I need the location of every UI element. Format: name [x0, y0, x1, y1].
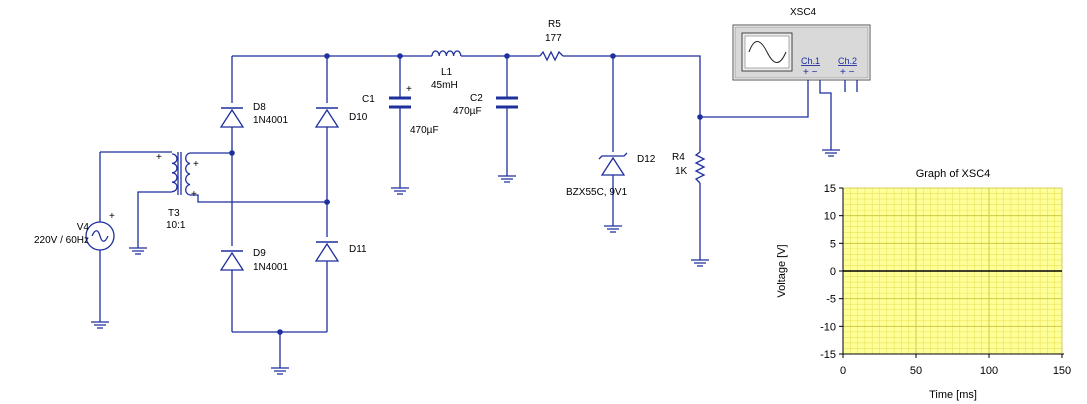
- ground-icon: [391, 187, 409, 195]
- y-tick-label: 0: [830, 266, 836, 278]
- x-axis-label: Time [ms]: [929, 389, 977, 401]
- x-tick-label: 50: [910, 365, 922, 377]
- d10-ref-label: D10: [349, 112, 368, 123]
- d8-ref-label: D8: [253, 102, 266, 113]
- junction-dot: [324, 53, 330, 59]
- svg-text:+: +: [193, 159, 199, 170]
- diode-d10[interactable]: [314, 107, 340, 128]
- scope-ch2-label: Ch.2: [838, 56, 857, 66]
- junction-dot: [324, 199, 330, 205]
- y-tick-label: 10: [824, 211, 836, 223]
- svg-text:+: +: [191, 189, 197, 200]
- zener-d12[interactable]: [598, 152, 628, 176]
- scope-terminals: [807, 80, 858, 92]
- junction-dot: [610, 53, 616, 59]
- scope-ref-label: XSC4: [790, 7, 817, 18]
- sine-wave-icon: [748, 41, 787, 63]
- y-tick-label: 15: [824, 183, 836, 195]
- t3-value-label: 10:1: [166, 220, 186, 231]
- diode-d8[interactable]: [219, 107, 245, 128]
- diode-d11[interactable]: [314, 241, 340, 262]
- svg-text:+: +: [109, 211, 115, 222]
- scope-ch1-label: Ch.1: [801, 56, 820, 66]
- r4-value-label: 1K: [675, 166, 688, 177]
- resistor-r4[interactable]: [694, 151, 706, 184]
- y-tick-label: 5: [830, 238, 836, 250]
- r5-ref-label: R5: [548, 19, 561, 30]
- capacitor-c1[interactable]: +: [389, 84, 412, 109]
- inductor-l1[interactable]: [431, 50, 462, 57]
- transformer-t3[interactable]: + + +: [156, 151, 199, 200]
- l1-value-label: 45mH: [431, 80, 458, 91]
- ground-icon: [129, 242, 147, 255]
- junction-dot: [277, 329, 283, 335]
- ground-icon: [691, 259, 709, 267]
- d9-value-label: 1N4001: [253, 262, 288, 273]
- ground-icon: [604, 225, 622, 233]
- junction-dot: [397, 53, 403, 59]
- d12-ref-label: D12: [637, 154, 656, 165]
- d8-value-label: 1N4001: [253, 115, 288, 126]
- c1-value-label: 470µF: [410, 125, 439, 136]
- v4-value-label: 220V / 60Hz: [34, 235, 89, 246]
- x-axis-ticks: 0 50 100 150: [840, 354, 1071, 377]
- ground-icon: [271, 367, 289, 375]
- l1-ref-label: L1: [441, 67, 453, 78]
- ground-icon: [822, 149, 840, 157]
- x-tick-label: 100: [980, 365, 998, 377]
- junction-dot: [229, 150, 235, 156]
- y-tick-label: -15: [820, 349, 836, 361]
- wires: [99, 55, 832, 368]
- x-tick-label: 150: [1053, 365, 1071, 377]
- scope-ch2-pm: + −: [840, 67, 855, 78]
- c1-ref-label: C1: [362, 94, 375, 105]
- chart-title: Graph of XSC4: [916, 168, 991, 180]
- resistor-r5[interactable]: [539, 50, 564, 62]
- d12-value-label: BZX55C, 9V1: [566, 187, 628, 198]
- ground-symbols: [91, 149, 840, 375]
- svg-text:+: +: [156, 152, 162, 163]
- junctions: [229, 53, 703, 335]
- y-tick-label: -10: [820, 321, 836, 333]
- v4-ref-label: V4: [77, 222, 90, 233]
- scope-ch1-pm: + −: [803, 67, 818, 78]
- junction-dot: [697, 114, 703, 120]
- ground-icon: [91, 316, 109, 329]
- y-axis-ticks: 15 10 5 0 -5 -10 -15: [820, 183, 843, 361]
- c2-value-label: 470µF: [453, 106, 482, 117]
- x-tick-label: 0: [840, 365, 846, 377]
- svg-text:+: +: [406, 84, 412, 95]
- r4-ref-label: R4: [672, 152, 685, 163]
- t3-ref-label: T3: [168, 208, 180, 219]
- d11-ref-label: D11: [349, 244, 367, 255]
- ground-icon: [498, 175, 516, 183]
- c2-ref-label: C2: [470, 93, 483, 104]
- r5-value-label: 177: [545, 33, 562, 44]
- ac-source-v4[interactable]: +: [85, 211, 115, 251]
- diode-d9[interactable]: [219, 250, 245, 271]
- y-axis-label: Voltage [V]: [776, 244, 788, 297]
- junction-dot: [504, 53, 510, 59]
- y-tick-label: -5: [826, 294, 836, 306]
- oscilloscope-xsc4[interactable]: [732, 24, 871, 81]
- capacitor-c2[interactable]: [496, 96, 518, 109]
- d9-ref-label: D9: [253, 248, 266, 259]
